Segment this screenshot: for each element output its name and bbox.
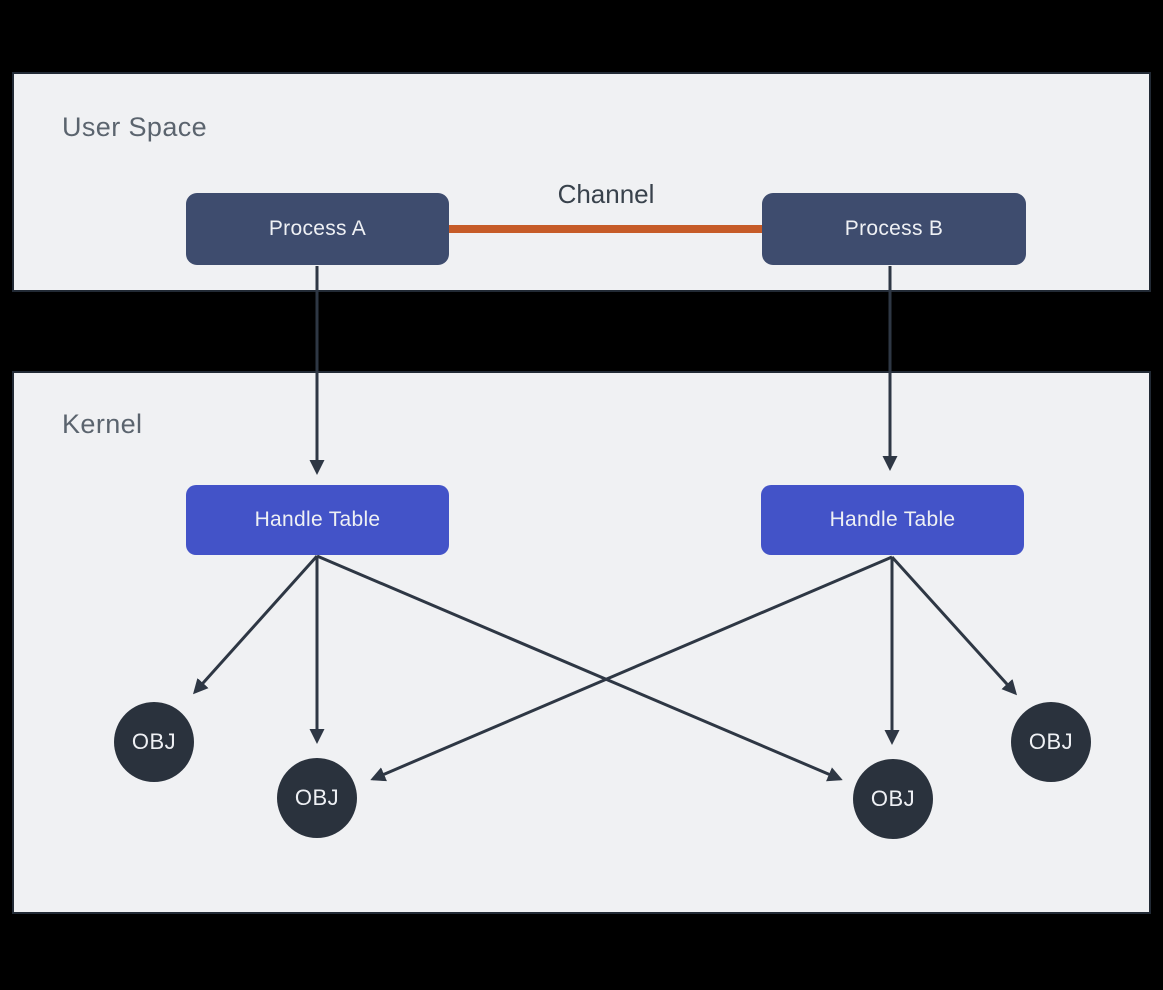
- handle-table-b-label: Handle Table: [829, 508, 956, 531]
- object-circle-1: OBJ: [114, 702, 194, 782]
- object-circle-3: OBJ: [853, 759, 933, 839]
- object-3-label: OBJ: [870, 786, 916, 811]
- process-b-box: Process B: [762, 193, 1026, 265]
- handle-table-a-label: Handle Table: [254, 508, 381, 531]
- process-a-box: Process A: [186, 193, 449, 265]
- object-2-label: OBJ: [294, 785, 340, 810]
- user-space-label: User Space: [62, 112, 208, 142]
- process-a-label: Process A: [268, 217, 367, 240]
- handle-table-a-box: Handle Table: [186, 485, 449, 555]
- kernel-label: Kernel: [62, 409, 143, 439]
- object-circle-2: OBJ: [277, 758, 357, 838]
- object-circle-4: OBJ: [1011, 702, 1091, 782]
- kernel-panel: Kernel: [12, 371, 1151, 914]
- channel-label: Channel: [557, 179, 655, 209]
- handle-table-b-box: Handle Table: [761, 485, 1024, 555]
- process-b-label: Process B: [844, 217, 944, 240]
- object-4-label: OBJ: [1028, 729, 1074, 754]
- object-1-label: OBJ: [131, 729, 177, 754]
